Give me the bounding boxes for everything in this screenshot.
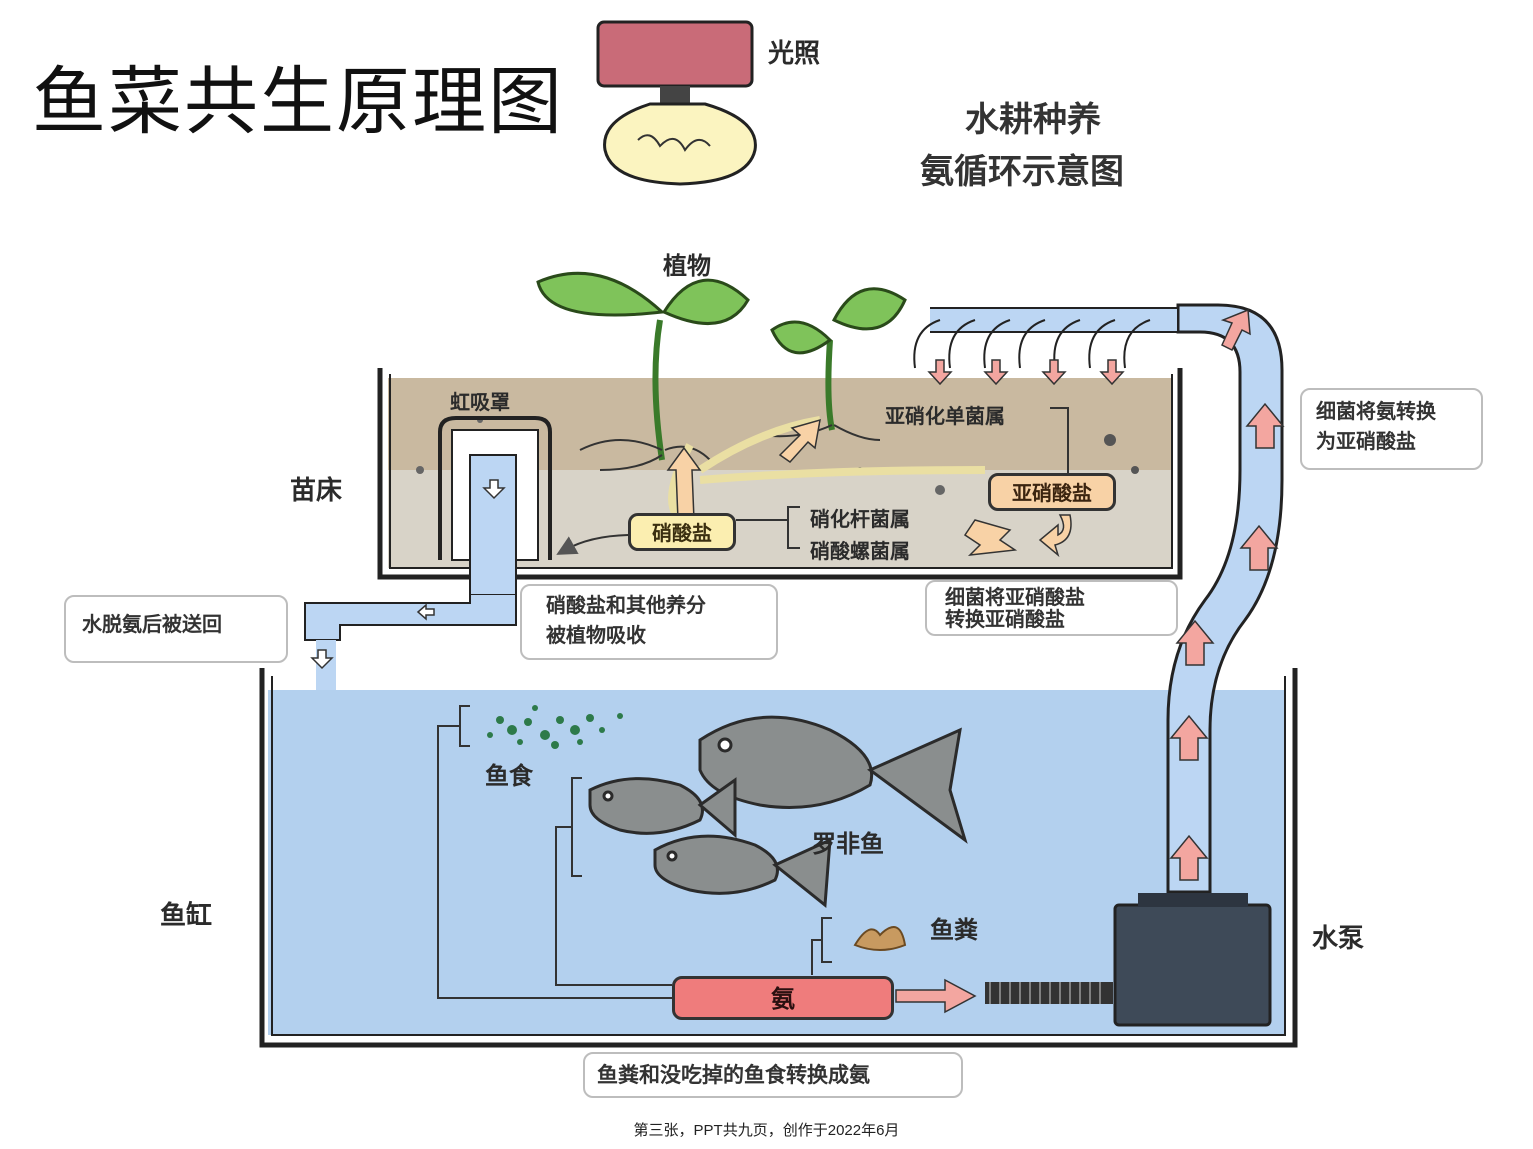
spray-down-arrows [927, 359, 1125, 386]
nitrite-box: 亚硝酸盐 [988, 473, 1116, 511]
diagram-title-line1: 水耕种养 [965, 100, 1101, 140]
light-label: 光照 [768, 39, 821, 69]
fish-waste-label: 鱼粪 [930, 916, 978, 944]
diagram-title-line2: 氨循环示意图 [920, 152, 1124, 192]
pump-icon [985, 893, 1272, 1027]
callout-nitrite-conversion-line2: 转换亚硝酸盐 [945, 607, 1065, 631]
pump-label: 水泵 [1312, 924, 1365, 954]
fish-food-label: 鱼食 [485, 762, 533, 790]
connector-lines [437, 407, 1069, 999]
page-title: 鱼菜共生原理图 [32, 59, 564, 145]
nitrate-box: 硝酸盐 [628, 513, 736, 551]
callout-waste-to-ammonia: 鱼粪和没吃掉的鱼食转换成氨 [583, 1052, 963, 1098]
callout-ammonia-to-nitrite-line1: 细菌将氨转换 [1316, 399, 1436, 423]
nitrobacter-label: 硝化杆菌属 [810, 507, 910, 531]
nitrospira-label: 硝酸螺菌属 [810, 539, 910, 563]
spray-icon [913, 319, 1151, 369]
lamp-icon [596, 20, 757, 186]
nitrosomonas-label: 亚硝化单菌属 [885, 404, 1005, 428]
callout-ammonia-to-nitrite: 细菌将氨转换 为亚硝酸盐 [1300, 388, 1483, 470]
ammonia-to-pump-arrow [895, 978, 977, 1014]
callout-plant-absorb-line2: 被植物吸收 [546, 623, 646, 647]
callout-nitrite-conversion: 细菌将亚硝酸盐 转换亚硝酸盐 [925, 580, 1178, 636]
plant-label: 植物 [663, 252, 711, 280]
callout-plant-absorb-line1: 硝酸盐和其他养分 [546, 593, 706, 617]
siphon-pipe [304, 416, 552, 690]
callout-ammonia-to-nitrite-line2: 为亚硝酸盐 [1316, 429, 1416, 453]
callout-plant-absorb: 硝酸盐和其他养分 被植物吸收 [520, 584, 778, 660]
ammonia-box: 氨 [672, 976, 894, 1020]
pipe-up-arrows [1169, 308, 1285, 881]
plant-icon [536, 271, 986, 523]
siphon-label: 虹吸罩 [450, 390, 510, 414]
seedbed-label: 苗床 [290, 476, 343, 506]
tilapia-label: 罗非鱼 [812, 830, 884, 858]
fish-waste-icon [853, 926, 907, 951]
fish-food-icon [487, 705, 623, 749]
slide-footer: 第三张，PPT共九页，创作于2022年6月 [633, 1122, 900, 1139]
callout-nitrite-conversion-line1: 细菌将亚硝酸盐 [945, 585, 1085, 609]
callout-water-return: 水脱氨后被送回 [64, 595, 288, 663]
fish-tank-label: 鱼缸 [160, 901, 213, 931]
fish-icon [588, 715, 968, 908]
cycle-arrows [666, 418, 1072, 558]
